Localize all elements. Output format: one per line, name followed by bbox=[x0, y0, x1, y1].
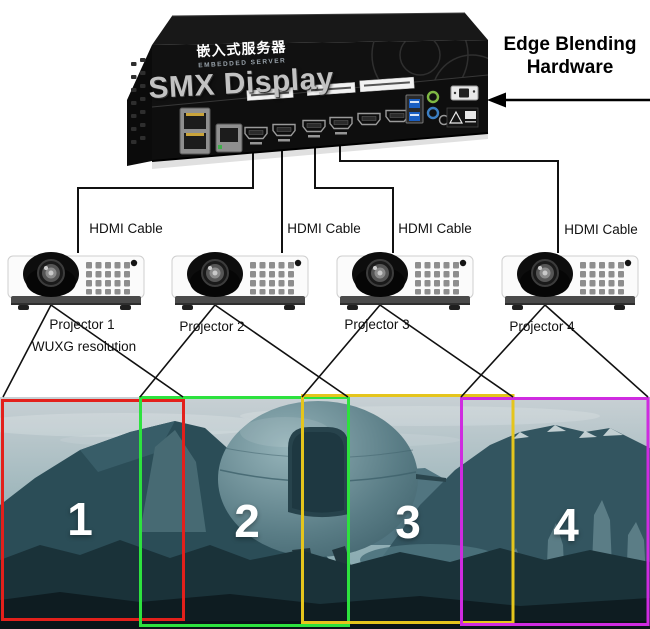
projector-4 bbox=[501, 251, 639, 311]
callout-line-1: Edge Blending bbox=[503, 34, 637, 55]
blend-frame-1 bbox=[1, 399, 185, 621]
projection-lines-3 bbox=[301, 304, 514, 398]
ethernet-port bbox=[215, 123, 243, 153]
projector-2-label: Projector 2 bbox=[179, 319, 245, 334]
blend-frame-3 bbox=[301, 394, 515, 624]
region-number-1: 1 bbox=[67, 493, 93, 545]
hdmi-cable-label-1: HDMI Cable bbox=[89, 221, 163, 236]
port-label-strips bbox=[246, 76, 415, 101]
device-top-face bbox=[152, 13, 488, 45]
projection-lines bbox=[2, 304, 649, 398]
warning-label bbox=[446, 107, 479, 128]
hdmi-cable-label-4: HDMI Cable bbox=[564, 222, 638, 237]
hdmi-ports bbox=[244, 109, 409, 145]
cable-3 bbox=[314, 144, 394, 253]
edge-blending-callout: Edge Blending Hardware bbox=[504, 33, 637, 79]
hdmi-cable-label-2: HDMI Cable bbox=[287, 221, 361, 236]
hdmi-cable-label-3: HDMI Cable bbox=[398, 221, 472, 236]
projection-lines-4 bbox=[460, 304, 649, 398]
device-lid-face bbox=[152, 40, 488, 107]
projector-2 bbox=[171, 251, 309, 311]
cable-4 bbox=[339, 142, 559, 253]
audio-jacks bbox=[426, 90, 450, 126]
blend-frame-2 bbox=[139, 396, 350, 627]
cable-1 bbox=[77, 148, 254, 253]
projector-1-resolution: WUXG resolution bbox=[31, 339, 137, 354]
region-number-3: 3 bbox=[395, 496, 421, 548]
arrow-icon bbox=[487, 92, 650, 108]
projection-lines-2 bbox=[139, 304, 349, 398]
projector-3 bbox=[336, 251, 474, 311]
projection-lines-1 bbox=[2, 304, 184, 398]
usb-ports bbox=[405, 94, 424, 124]
projector-1-label: Projector 1 bbox=[49, 317, 115, 332]
projector-1 bbox=[7, 251, 145, 311]
region-number-2: 2 bbox=[234, 495, 260, 547]
blend-frame-4 bbox=[460, 397, 650, 626]
device-vents bbox=[131, 58, 146, 144]
callout-line-2: Hardware bbox=[526, 57, 614, 78]
edge-blending-device bbox=[127, 12, 489, 169]
ethernet-dual-port bbox=[179, 107, 211, 155]
projector-3-label: Projector 3 bbox=[344, 317, 410, 332]
projector-4-label: Projector 4 bbox=[509, 319, 575, 334]
region-number-4: 4 bbox=[553, 499, 579, 551]
projected-image bbox=[0, 397, 650, 629]
hdmi-cables bbox=[77, 142, 559, 253]
device-left-cap bbox=[127, 45, 152, 166]
power-switch bbox=[450, 85, 479, 101]
